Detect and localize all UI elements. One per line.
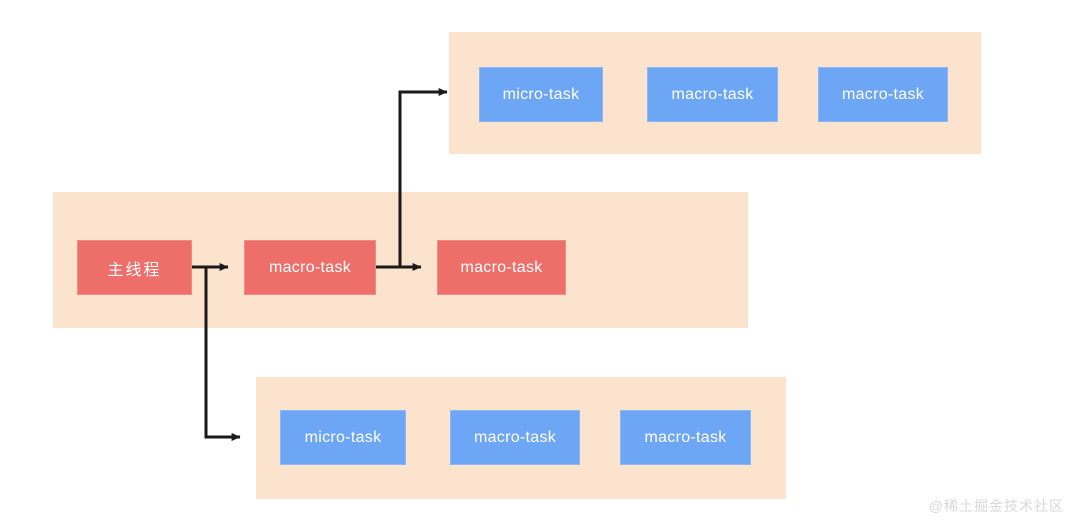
node-label: micro-task [502,85,580,103]
main-thread-node[interactable]: 主线程 [77,240,192,295]
node-label: 主线程 [107,261,162,279]
node-label: micro-task [304,428,382,446]
top-queue-node-macro-task-1[interactable]: macro-task [647,67,778,122]
node-label: macro-task [671,85,754,103]
node-label: macro-task [644,428,727,446]
node-label: macro-task [268,258,352,276]
bottom-queue-node-micro-task[interactable]: micro-task [280,410,406,465]
bottom-queue-node-macro-task-1[interactable]: macro-task [450,410,580,465]
watermark: @稀土掘金技术社区 [928,498,1064,514]
main-thread-node-macro-task-2[interactable]: macro-task [437,240,566,295]
main-thread-node-macro-task-1[interactable]: macro-task [244,240,376,295]
top-queue-node-micro-task[interactable]: micro-task [479,67,603,122]
node-label: macro-task [473,428,557,446]
bottom-queue-node-macro-task-2[interactable]: macro-task [620,410,751,465]
node-label: macro-task [841,85,925,103]
top-queue-node-macro-task-2[interactable]: macro-task [818,67,948,122]
node-label: macro-task [460,258,543,276]
